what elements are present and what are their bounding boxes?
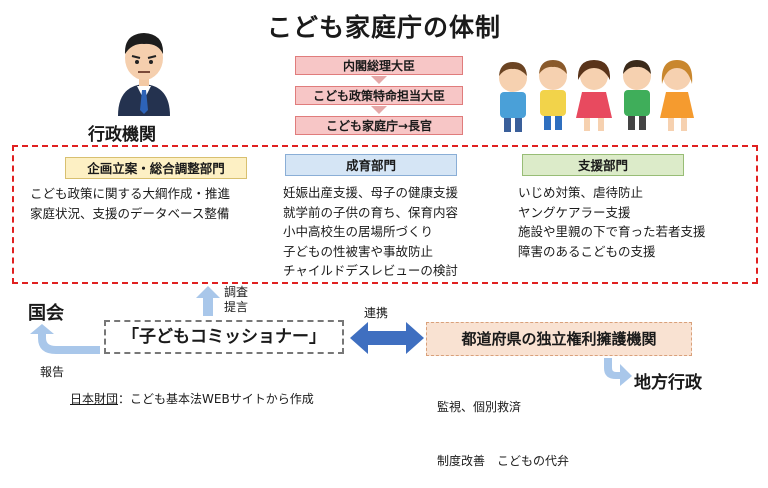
support-dept-header: 支援部門: [522, 154, 684, 176]
agency-head-box: こども家庭庁→長官: [295, 116, 463, 135]
chain-arrow-2: [371, 106, 387, 114]
proposal-label: 提言: [224, 300, 249, 314]
prefectural-rights-body-box: 都道府県の独立権利擁護機関: [426, 322, 692, 356]
local-gov-arrow-icon: [604, 358, 632, 386]
duty-line: 小中高校生の居場所づくり: [283, 224, 434, 239]
prefectural-duties: 監視、個別救済 制度改善 こどもの代弁: [437, 362, 569, 488]
duty-line: 家庭状況、支援のデータベース整備: [30, 205, 230, 221]
childrens-commissioner-box: 「子どもコミッショナー」: [104, 320, 344, 354]
prime-minister-box: 内閣総理大臣: [295, 56, 463, 75]
official-illustration: [118, 33, 170, 116]
duty-line: 子どもの性被害や事故防止: [283, 243, 434, 259]
duty-line: 就学前の子供の育ち、保育内容: [283, 204, 459, 220]
agency-departments-frame: [12, 145, 758, 284]
local-government-label: 地方行政: [634, 373, 702, 393]
duty-line: いじめ対策、虐待防止: [518, 185, 644, 200]
source-note: 日本財団：こども基本法WEBサイトから作成: [70, 390, 314, 407]
survey-label: 調査: [224, 285, 249, 299]
duty-line: こども政策に関する大綱作成・推進: [30, 186, 231, 201]
page-title: こども家庭庁の体制: [266, 13, 501, 42]
cooperation-double-arrow-icon: [350, 322, 424, 354]
executive-agency-label: 行政機関: [88, 125, 156, 145]
cooperation-label: 連携: [364, 306, 389, 320]
children-illustration: [499, 60, 694, 132]
survey-proposal-label: 調査 提言: [224, 285, 248, 315]
growth-dept-header: 成育部門: [285, 154, 457, 176]
growth-dept-duties: 妊娠出産支援、母子の健康支援 就学前の子供の育ち、保育内容 小中高校生の居場所づ…: [283, 183, 458, 281]
source-org-link[interactable]: 日本財団: [70, 392, 119, 406]
planning-coordination-dept-header: 企画立案・総合調整部門: [65, 157, 247, 179]
report-arrow-icon: [30, 324, 100, 354]
minister-box: こども政策特命担当大臣: [295, 86, 463, 105]
chain-arrow-1: [371, 76, 387, 84]
diet-label: 国会: [28, 303, 64, 324]
duty-line: 制度改善 こどもの代弁: [437, 454, 570, 468]
report-label: 報告: [40, 365, 65, 379]
duty-line: ヤングケアラー支援: [518, 204, 631, 220]
duty-line: 施設や里親の下で育った若者支援: [518, 224, 706, 239]
duty-line: 監視、個別救済: [437, 400, 522, 414]
support-dept-duties: いじめ対策、虐待防止 ヤングケアラー支援 施設や里親の下で育った若者支援 障害の…: [518, 183, 706, 261]
survey-proposal-arrow-icon: [196, 286, 220, 316]
duty-line: チャイルドデスレビューの検討: [283, 263, 458, 278]
duty-line: 妊娠出産支援、母子の健康支援: [283, 185, 459, 200]
duty-line: 障害のあるこどもの支援: [518, 243, 656, 259]
source-text: ：こども基本法WEBサイトから作成: [118, 392, 314, 406]
planning-dept-duties: こども政策に関する大綱作成・推進 家庭状況、支援のデータベース整備: [30, 184, 230, 223]
